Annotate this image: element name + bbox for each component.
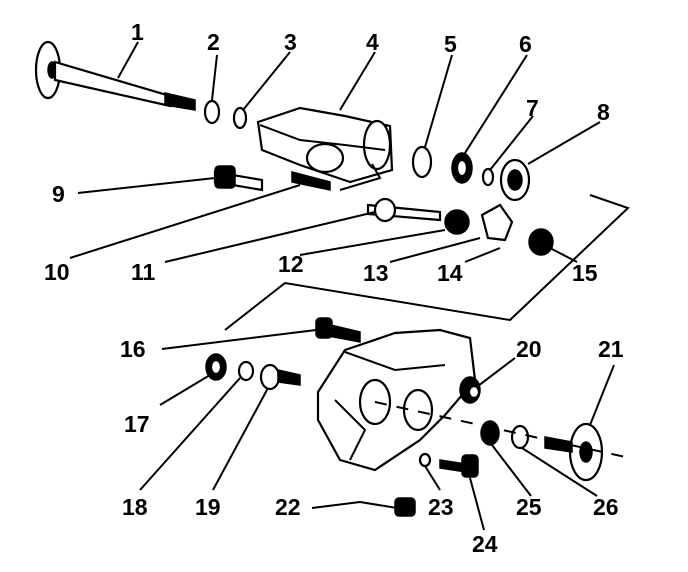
callout-labels: 1 2 3 4 5 6 7 8 9 10 11 12 13 14 15 16 1… [44, 19, 624, 557]
callout-16: 16 [120, 336, 146, 362]
callout-11: 11 [131, 259, 156, 285]
callout-4: 4 [366, 29, 379, 55]
callout-7: 7 [526, 95, 539, 121]
callout-3: 3 [284, 29, 297, 55]
callout-22: 22 [275, 494, 301, 520]
callout-24: 24 [472, 531, 498, 557]
callout-1: 1 [131, 19, 144, 45]
callout-12: 12 [278, 251, 304, 277]
callout-17: 17 [124, 411, 150, 437]
callout-6: 6 [519, 31, 532, 57]
leader-lines [69, 41, 615, 531]
callout-20: 20 [516, 336, 542, 362]
callout-5: 5 [444, 31, 457, 57]
callout-23: 23 [428, 494, 454, 520]
axle-shaft-assembly [34, 40, 630, 331]
callout-14: 14 [437, 260, 463, 286]
callout-15: 15 [572, 260, 598, 286]
callout-8: 8 [597, 99, 610, 125]
callout-18: 18 [122, 494, 148, 520]
callout-26: 26 [593, 494, 619, 520]
callout-19: 19 [195, 494, 221, 520]
callout-10: 10 [44, 259, 70, 285]
differential-carrier-assembly [205, 317, 631, 517]
callout-9: 9 [52, 181, 65, 207]
callout-13: 13 [363, 260, 389, 286]
callout-21: 21 [598, 336, 624, 362]
callout-2: 2 [207, 29, 220, 55]
callout-25: 25 [516, 494, 542, 520]
